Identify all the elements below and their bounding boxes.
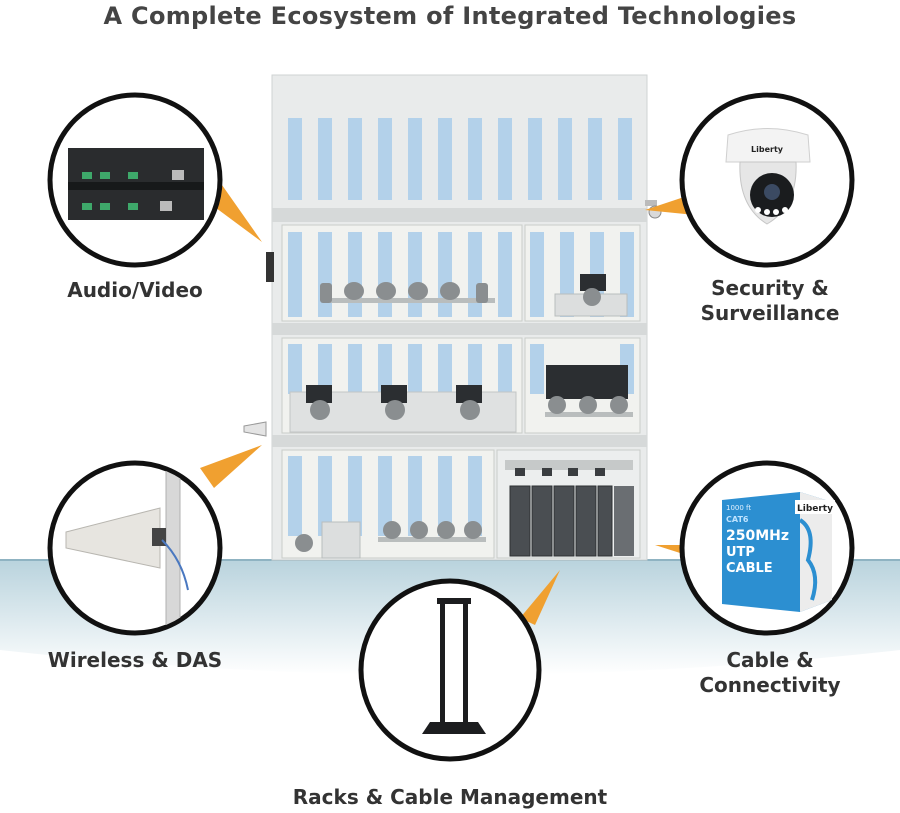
- cable-type: UTP: [726, 545, 755, 560]
- wireless-circle: [47, 460, 223, 636]
- cable-circle: 1000 ft CAT6 250MHz UTP CABLE Liberty: [679, 460, 855, 636]
- floor-2: [281, 337, 641, 434]
- security-circle: Liberty: [679, 92, 855, 268]
- top-floor-windows: [288, 118, 632, 200]
- floor-slab: [272, 323, 647, 335]
- label-security-line1: Security &: [711, 276, 829, 300]
- floor-slab: [272, 208, 647, 222]
- label-wireless: Wireless & DAS: [47, 648, 223, 672]
- label-racks: Racks & Cable Management: [292, 785, 608, 809]
- page-title: A Complete Ecosystem of Integrated Techn…: [103, 2, 797, 30]
- label-audio-video: Audio/Video: [67, 278, 203, 302]
- label-cable-line1: Cable &: [726, 648, 814, 672]
- floor-3: [281, 224, 641, 322]
- open-rack-icon: [422, 598, 486, 734]
- floor-slab: [272, 435, 647, 447]
- building: [243, 74, 662, 561]
- cable-cat: CAT6: [726, 515, 749, 524]
- label-security: Security & Surveillance: [655, 276, 885, 326]
- panel-antenna-icon: [65, 469, 189, 631]
- wall-antenna: [243, 421, 267, 437]
- cable-brand: Liberty: [797, 504, 833, 514]
- camera-brand: Liberty: [751, 145, 784, 154]
- racks-circle: [358, 578, 542, 762]
- turret-camera-icon: Liberty: [725, 128, 811, 225]
- wall-display: [266, 252, 274, 282]
- cable-word: CABLE: [726, 561, 773, 576]
- label-cable: Cable & Connectivity: [655, 648, 885, 698]
- audio-video-circle: [47, 92, 223, 268]
- cable-box-icon: 1000 ft CAT6 250MHz UTP CABLE Liberty: [722, 492, 835, 612]
- label-security-line2: Surveillance: [700, 301, 840, 325]
- av-extender-icon: [68, 148, 204, 220]
- cable-spec: 250MHz: [726, 528, 789, 544]
- cable-length: 1000 ft: [726, 504, 751, 512]
- label-cable-line2: Connectivity: [699, 673, 841, 697]
- floor-1: [281, 449, 641, 559]
